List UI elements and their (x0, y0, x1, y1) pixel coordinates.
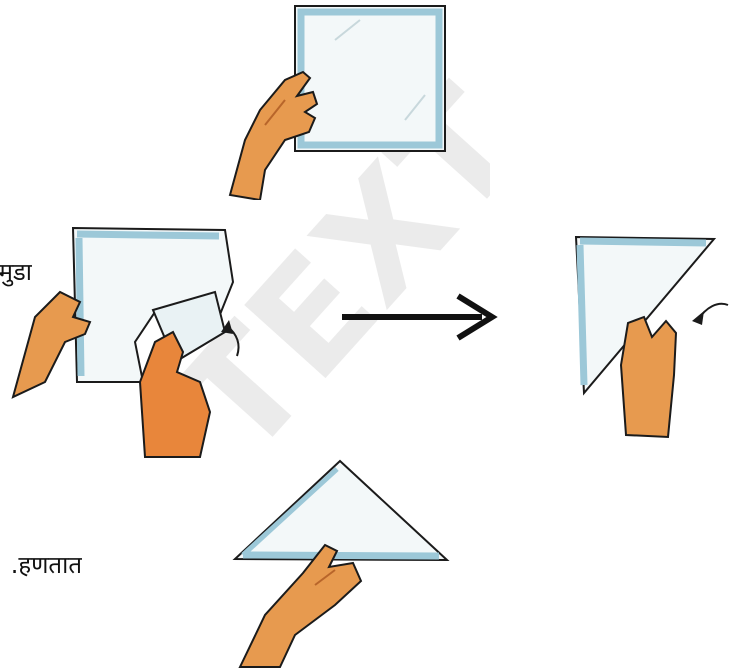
step-fold-corner (5, 222, 255, 462)
step-folded-triangle (556, 225, 731, 445)
step-hold-square-paper (225, 0, 455, 200)
step-hold-triangle (225, 455, 455, 670)
right-arrow-icon (340, 292, 500, 342)
bottom-text-fragment: हणतात. (0, 548, 82, 581)
